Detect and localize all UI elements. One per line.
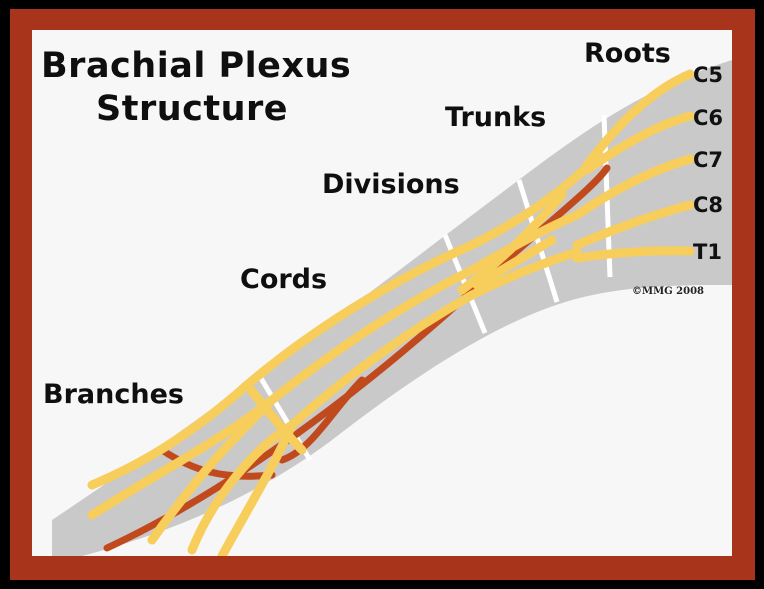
copyright-notice: ©MMG 2008: [632, 286, 704, 297]
nerve-root-c6: [582, 111, 695, 175]
root-label-c7: C7: [693, 148, 724, 172]
root-label-t1: T1: [693, 240, 722, 264]
nerve-posterior-cord: [267, 265, 477, 405]
section-label-roots: Roots: [584, 38, 671, 69]
section-label-divisions: Divisions: [322, 169, 460, 200]
nerve-upper-trunk: [467, 162, 592, 250]
diagram-canvas: Brachial Plexus Structure Roots Trunks D…: [32, 30, 732, 556]
nerve-lateral-cord: [242, 240, 477, 390]
root-label-c6: C6: [693, 106, 724, 130]
nerve-lower-trunk: [467, 247, 582, 300]
section-label-branches: Branches: [43, 379, 184, 410]
nerve-branch-musculocutaneous: [87, 380, 252, 490]
nerve-branch-ulnar: [217, 420, 297, 556]
nerve-root-c8: [572, 200, 695, 250]
nerve-branch-median: [187, 420, 297, 555]
nerve-branch-radial: [147, 395, 277, 545]
nerve-root-c5: [582, 69, 695, 170]
nerves: [87, 69, 695, 556]
nerve-root-t1: [572, 246, 695, 263]
section-label-trunks: Trunks: [445, 102, 547, 133]
brachial-plexus-illustration: [52, 60, 732, 556]
diagram-title-line-1: Brachial Plexus: [41, 46, 352, 86]
nerve-division-cross-1: [457, 190, 567, 295]
nerve-medial-cord: [287, 290, 477, 430]
diagram-title-line-2: Structure: [96, 89, 289, 129]
divider-trunks-divisions: [516, 179, 560, 303]
section-label-cords: Cords: [240, 264, 328, 295]
nerve-branch-median-join: [242, 380, 307, 455]
nerve-root-c7: [572, 154, 695, 220]
root-label-c8: C8: [693, 193, 724, 217]
root-label-c5: C5: [693, 63, 724, 87]
nerve-division-cross-2: [472, 235, 557, 290]
